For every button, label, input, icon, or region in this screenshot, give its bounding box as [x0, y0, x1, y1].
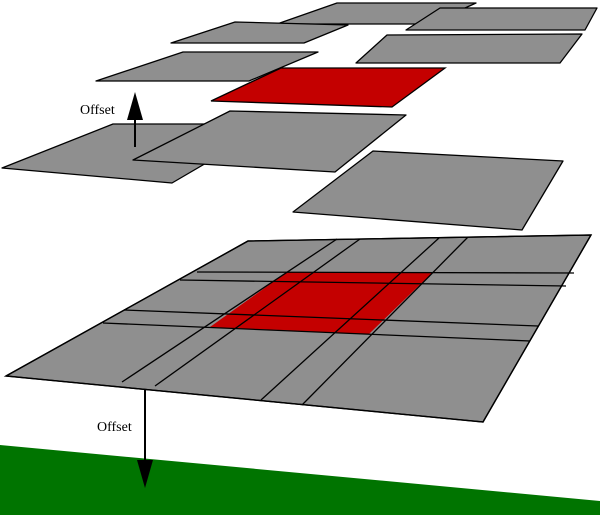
tile-mid-right — [355, 33, 583, 64]
assembled-plate-outline — [3, 234, 593, 423]
offset-arrow-down — [137, 390, 153, 488]
tile-top-right — [405, 7, 598, 31]
offset-label-upper: Offset — [80, 103, 115, 118]
tile-top-left — [170, 21, 349, 44]
plate-grid-lines — [102, 236, 575, 406]
offset-label-lower: Offset — [97, 420, 132, 435]
tile-lower-center — [132, 110, 407, 173]
ground-plane — [0, 445, 600, 515]
assembled-highlight-region — [210, 272, 432, 334]
tile-mid-left — [95, 51, 319, 82]
tile-lower-right — [292, 150, 564, 231]
tile-highlighted — [210, 67, 447, 108]
offset-arrow-up — [127, 92, 143, 147]
